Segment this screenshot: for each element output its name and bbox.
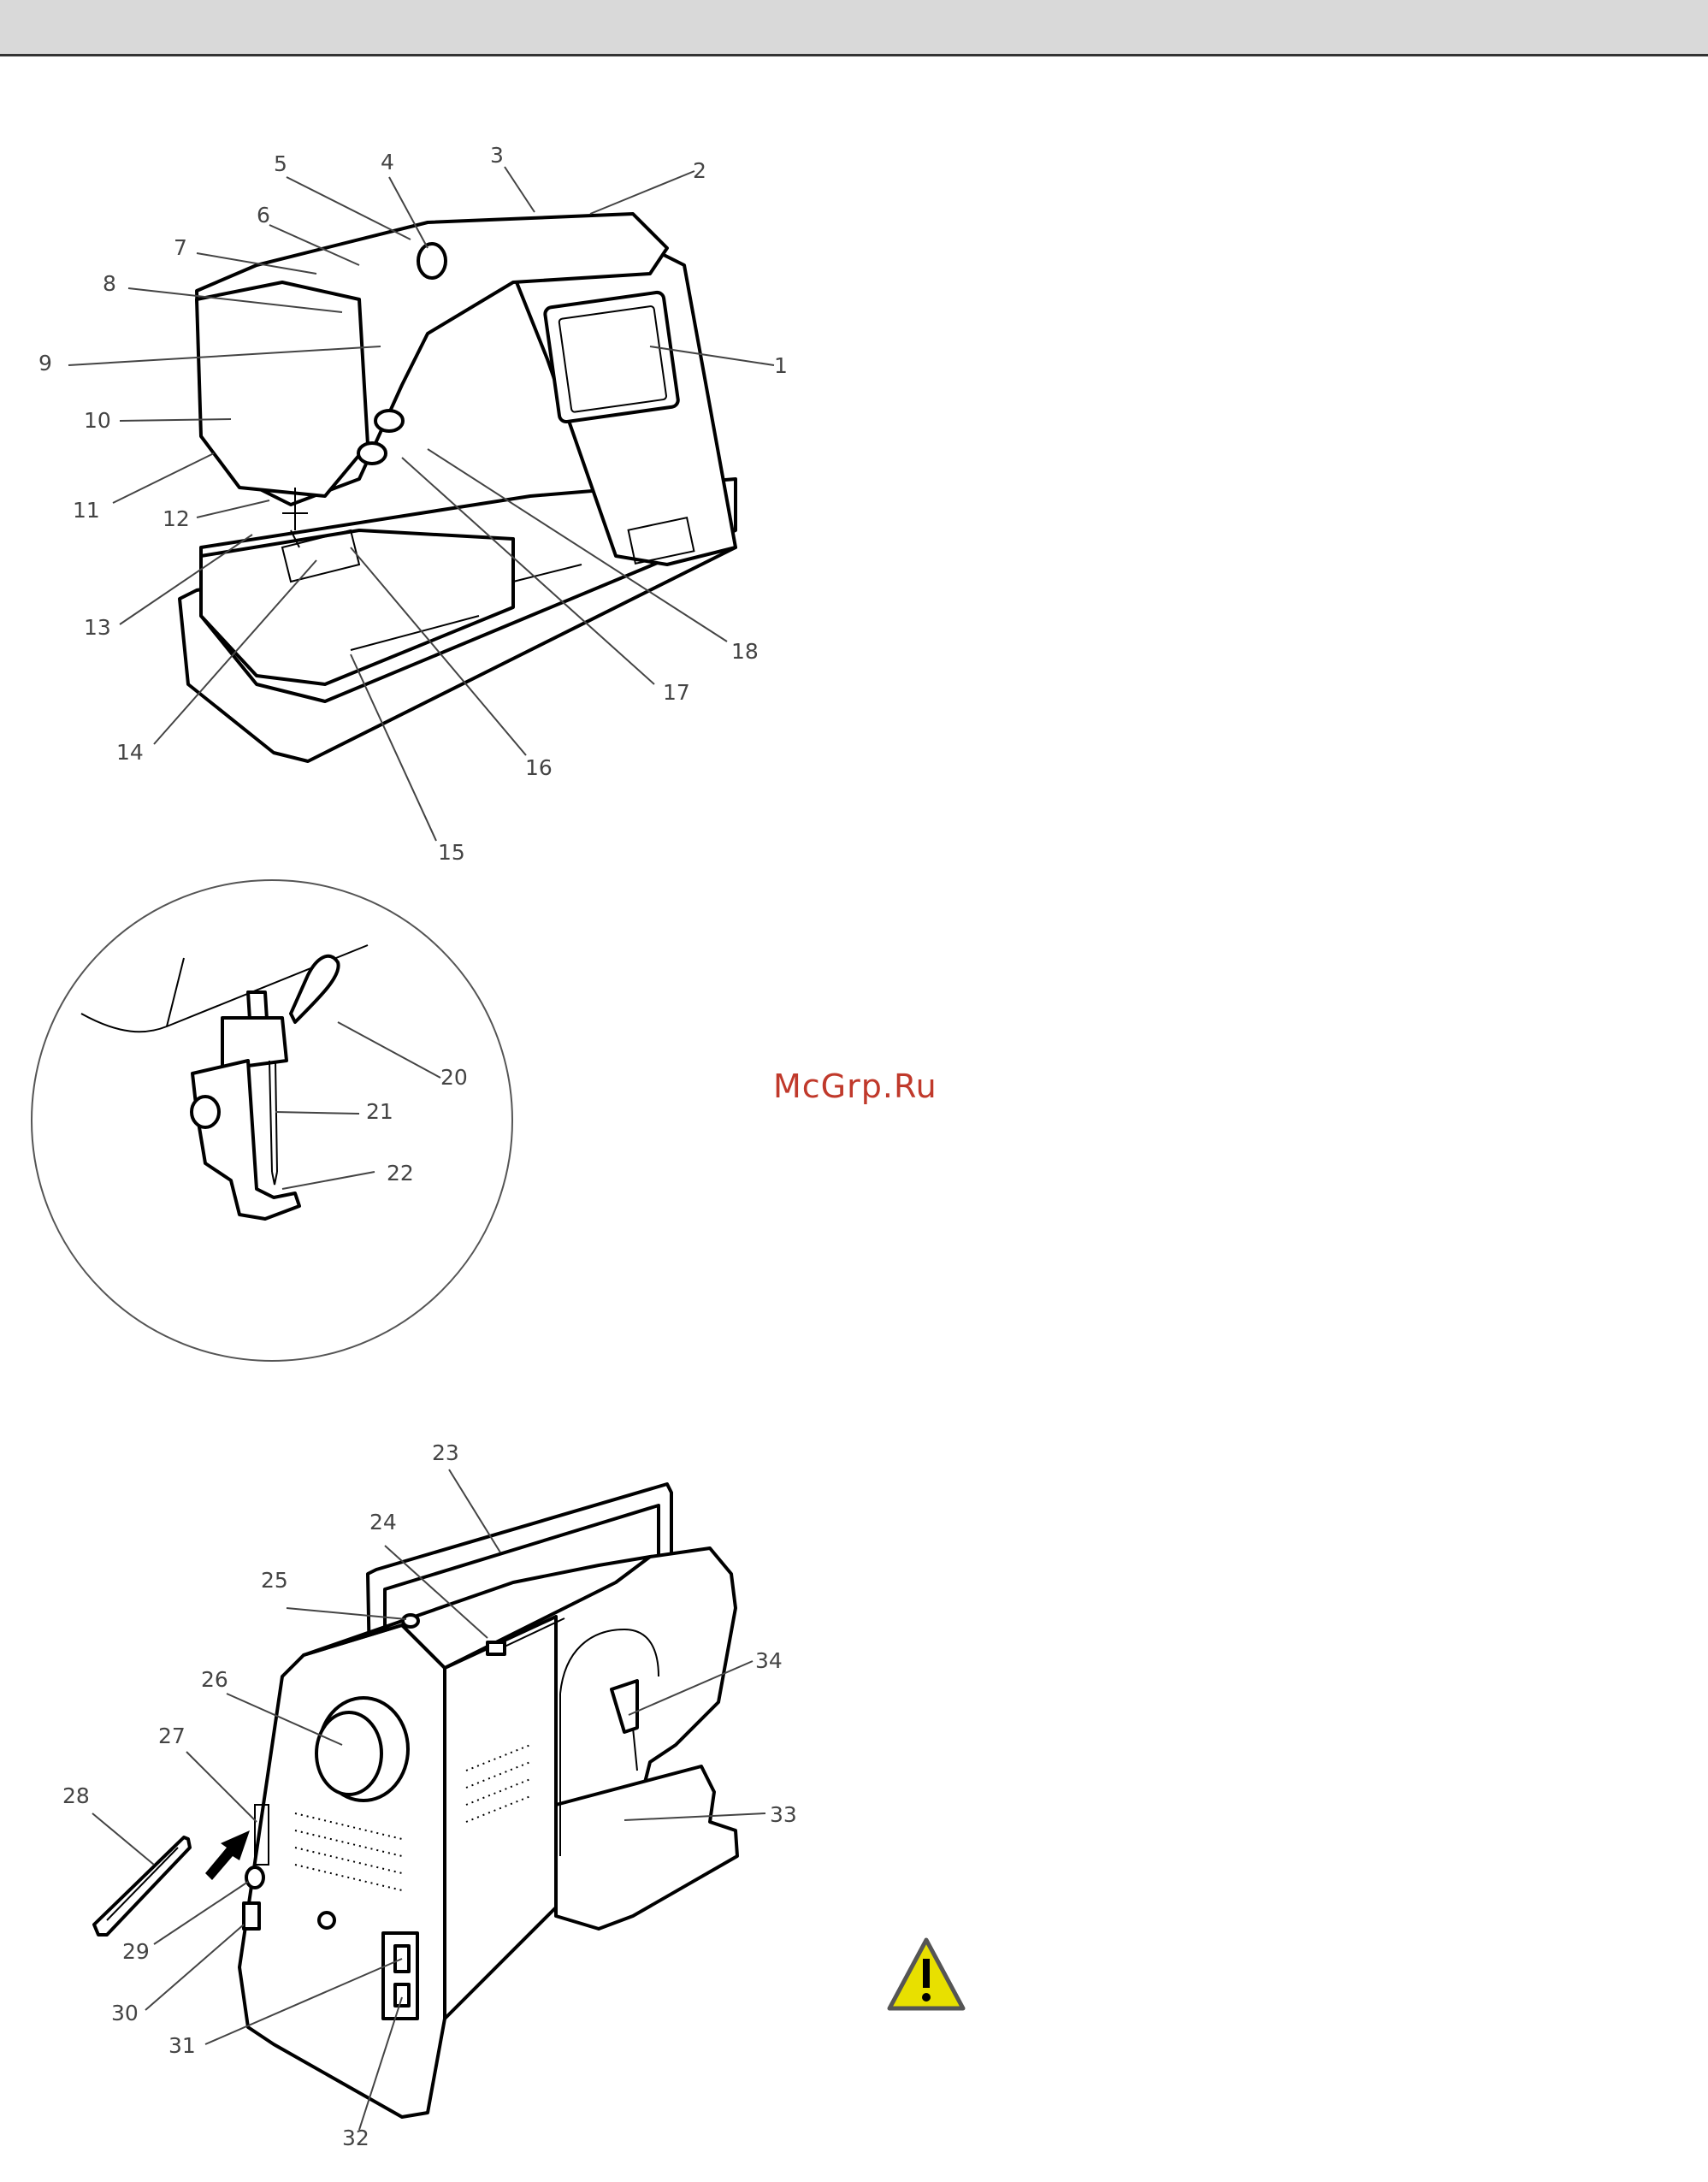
callout-25: 25 — [261, 1568, 288, 1593]
callout-30: 30 — [111, 2001, 139, 2025]
sewing-machine-back-illustration — [94, 1484, 737, 2117]
callout-32: 32 — [342, 2126, 369, 2150]
callout-22: 22 — [387, 1161, 414, 1186]
watermark: McGrp.Ru — [773, 1067, 937, 1105]
callout-4: 4 — [381, 150, 394, 174]
callout-2: 2 — [693, 158, 706, 183]
callout-17: 17 — [663, 680, 690, 705]
needle-area-detail-illustration — [32, 880, 512, 1361]
sewing-machine-front-illustration — [180, 214, 736, 761]
callout-33: 33 — [770, 1802, 797, 1827]
callout-10: 10 — [84, 408, 111, 433]
callout-20: 20 — [440, 1065, 468, 1090]
callout-29: 29 — [122, 1939, 150, 1964]
detail-callout-lines — [275, 1022, 440, 1189]
callout-8: 8 — [103, 271, 116, 296]
callout-24: 24 — [369, 1510, 397, 1534]
callout-5: 5 — [274, 151, 287, 176]
callout-26: 26 — [201, 1667, 228, 1692]
callout-13: 13 — [84, 615, 111, 640]
callout-12: 12 — [163, 506, 190, 531]
callout-7: 7 — [174, 235, 187, 260]
callout-14: 14 — [116, 740, 144, 765]
callout-31: 31 — [168, 2033, 196, 2058]
callout-34: 34 — [755, 1648, 783, 1673]
callout-6: 6 — [257, 203, 270, 228]
callout-23: 23 — [432, 1440, 459, 1465]
detail-callout-labels: 20 21 22 — [366, 1065, 468, 1186]
callout-11: 11 — [73, 498, 100, 523]
callout-21: 21 — [366, 1099, 393, 1124]
callout-9: 9 — [38, 351, 52, 375]
callout-1: 1 — [774, 353, 788, 378]
callout-18: 18 — [731, 639, 759, 664]
callout-27: 27 — [158, 1724, 186, 1748]
callout-28: 28 — [62, 1783, 90, 1808]
callout-3: 3 — [490, 143, 504, 168]
warning-triangle-icon — [889, 1940, 963, 2008]
callout-16: 16 — [525, 755, 553, 780]
callout-15: 15 — [438, 840, 465, 865]
